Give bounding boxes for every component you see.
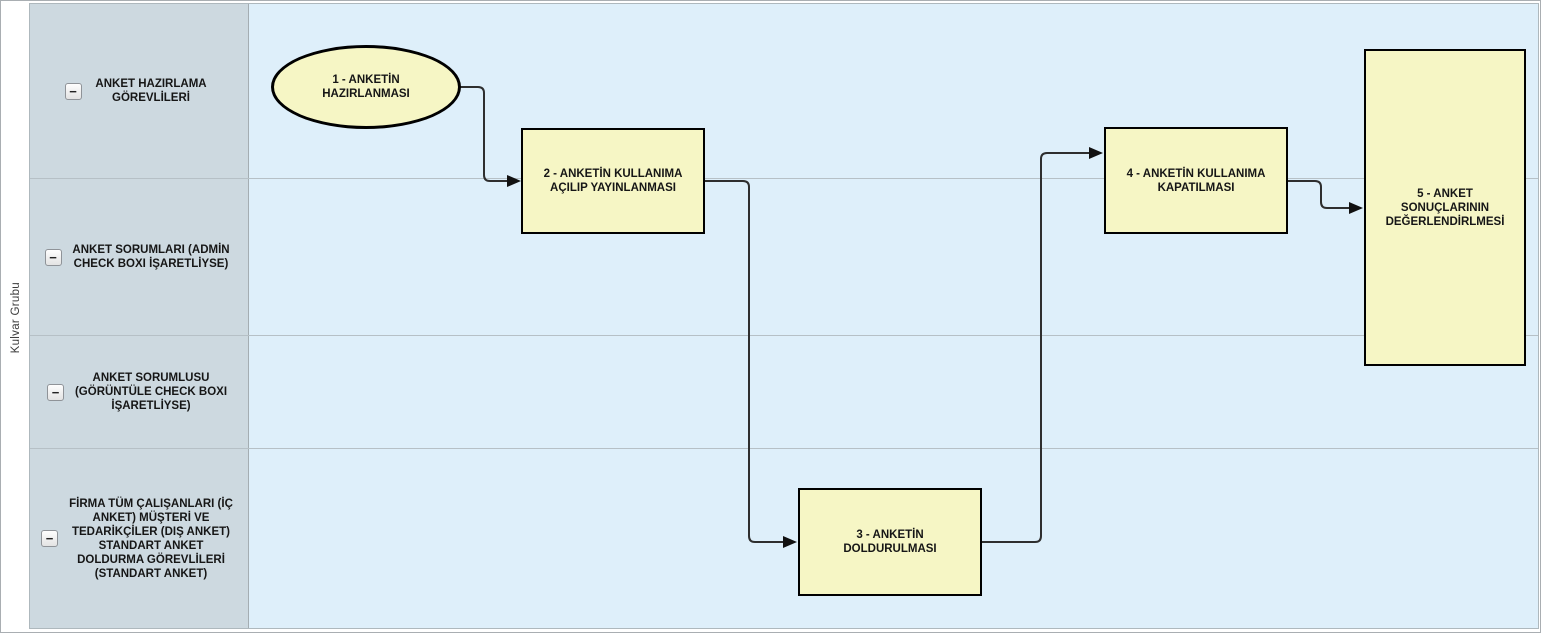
node-4-anketin-kullanima-kapatilmasi[interactable]: 4 - ANKETİN KULLANIMA KAPATILMASI [1104,127,1288,234]
connector-2-to-3 [705,180,797,548]
node-1-label: 1 - ANKETİN HAZIRLANMASI [322,74,410,100]
connector-4-to-5 [1288,180,1363,214]
connector-3-to-4 [982,147,1103,543]
node-5-anket-sonuclarinin-degerlendirlmesi[interactable]: 5 - ANKET SONUÇLARININ DEĞERLENDİRLMESİ [1364,49,1526,366]
minus-icon: − [45,531,54,546]
lane-2-body [249,179,1538,335]
connector-1-to-2 [460,86,521,187]
lane-3-header: − ANKET SORUMLUSU (GÖRÜNTÜLE CHECK BOXI … [30,336,249,448]
lane-1-body [249,4,1538,178]
collapse-lane-2-button[interactable]: − [44,248,62,266]
arrowhead-icon [1349,202,1363,214]
node-2-label: 2 - ANKETİN KULLANIMA AÇILIP YAYINLANMAS… [543,168,683,194]
lane-3-label: ANKET SORUMLUSU (GÖRÜNTÜLE CHECK BOXI İŞ… [74,372,228,412]
node-1-anketin-hazirlanmasi[interactable]: 1 - ANKETİN HAZIRLANMASI [271,45,461,129]
node-5-label: 5 - ANKET SONUÇLARININ DEĞERLENDİRLMESİ [1385,187,1505,228]
minus-icon: − [49,249,57,265]
lane-anket-sorumlari: − ANKET SORUMLARI (ADMİN CHECK BOXI İŞAR… [30,179,1538,336]
lane-2-header: − ANKET SORUMLARI (ADMİN CHECK BOXI İŞAR… [30,179,249,335]
collapse-lane-3-button[interactable]: − [47,383,64,401]
lane-anket-sorumlusu: − ANKET SORUMLUSU (GÖRÜNTÜLE CHECK BOXI … [30,336,1538,449]
arrowhead-icon [783,536,797,548]
node-3-anketin-doldurulmasi[interactable]: 3 - ANKETİN DOLDURULMASI [798,488,982,596]
lane-1-header: − ANKET HAZIRLAMA GÖREVLİLERİ [30,4,249,178]
arrowhead-icon [507,175,521,187]
lane-1-label: ANKET HAZIRLAMA GÖREVLİLERİ [95,78,207,104]
lane-4-label: FİRMA TÜM ÇALIŞANLARI (İÇ ANKET) MÜŞTERİ… [69,497,233,580]
collapse-lane-4-button[interactable]: − [41,530,58,547]
node-2-anketin-kullanima-acilip-yayinlanmasi[interactable]: 2 - ANKETİN KULLANIMA AÇILIP YAYINLANMAS… [521,128,705,234]
minus-icon: − [51,384,60,400]
lane-3-body [249,336,1538,448]
node-4-label: 4 - ANKETİN KULLANIMA KAPATILMASI [1126,167,1266,194]
collapse-lane-1-button[interactable]: − [64,82,82,100]
lane-4-header: − FİRMA TÜM ÇALIŞANLARI (İÇ ANKET) MÜŞTE… [30,449,249,628]
node-3-label: 3 - ANKETİN DOLDURULMASI [843,529,937,555]
lane-anket-hazirlama-gorevlileri: − ANKET HAZIRLAMA GÖREVLİLERİ [30,4,1538,179]
minus-icon: − [69,83,77,99]
arrowhead-icon [1089,147,1103,159]
lane-2-label: ANKET SORUMLARI (ADMİN CHECK BOXI İŞARET… [72,244,230,270]
pool-label-strip: Kulvar Grubu [2,2,29,632]
